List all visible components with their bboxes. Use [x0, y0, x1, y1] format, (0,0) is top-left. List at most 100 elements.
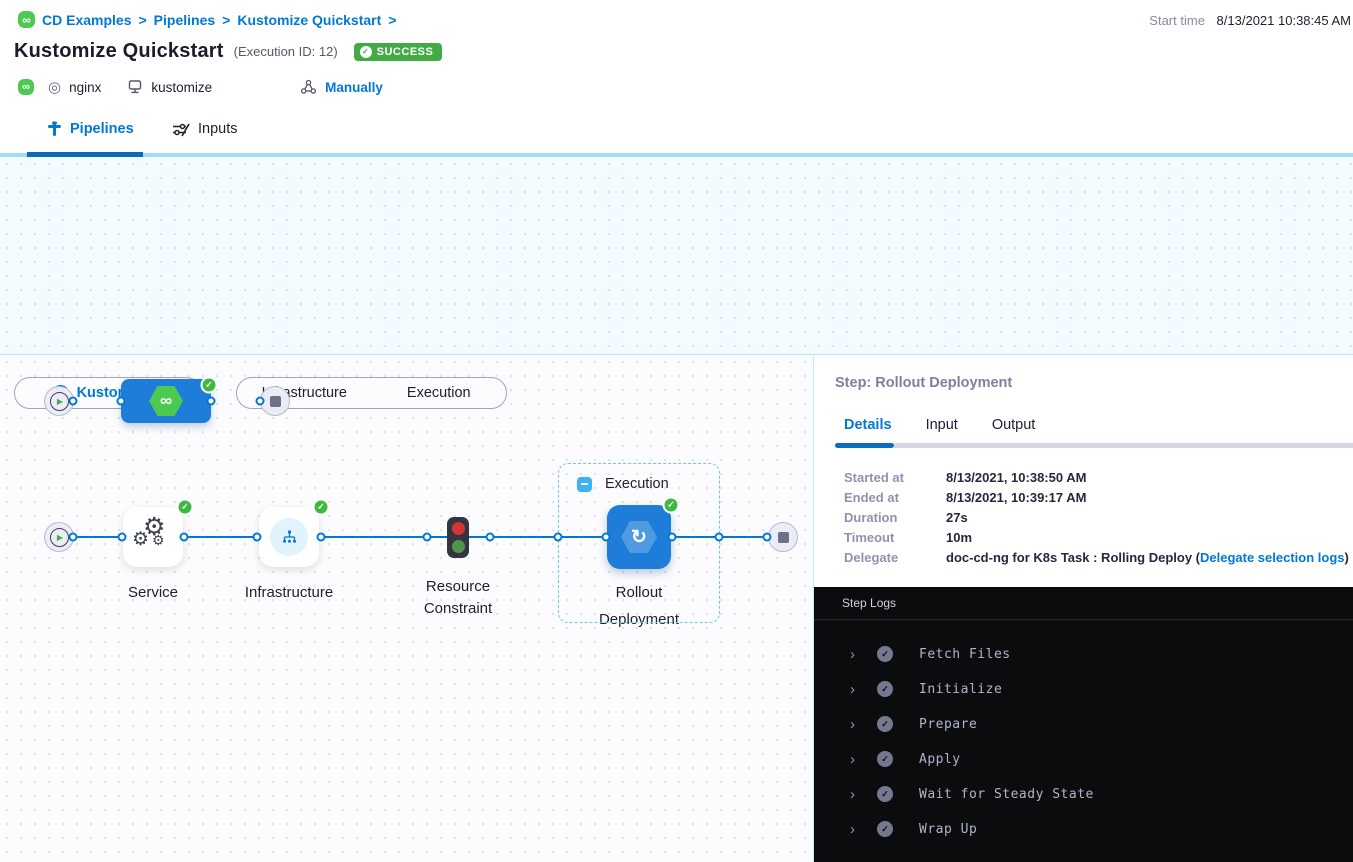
step-node-rollout-deployment[interactable]	[607, 505, 671, 569]
tab-indicator-bar	[814, 443, 1353, 448]
connector-port	[179, 532, 189, 542]
execution-detail-split: Kustomize Infrastructure Execution	[0, 355, 1353, 862]
log-section-wait-for-steady-state[interactable]: Wait for Steady State	[814, 784, 1353, 804]
tab-track	[894, 443, 1353, 448]
detail-value: 27s	[946, 509, 968, 525]
breadcrumb-pipelines[interactable]: Pipelines	[153, 11, 216, 28]
traffic-red-light	[451, 522, 465, 535]
log-section-list: Fetch Files Initialize Prepare Apply	[814, 620, 1353, 839]
breadcrumb-separator: >	[388, 11, 397, 28]
expand-chevron-icon[interactable]	[850, 646, 864, 663]
resource-constraint-label-1[interactable]: Resource	[425, 578, 491, 595]
expand-chevron-icon[interactable]	[850, 716, 864, 733]
log-success-icon	[877, 681, 893, 697]
execution-id: (Execution ID: 12)	[233, 44, 338, 59]
connector-port	[667, 532, 677, 542]
step-detail-panel: Step: Rollout Deployment Details Input O…	[813, 355, 1353, 862]
expand-chevron-icon[interactable]	[850, 786, 864, 803]
breadcrumb-cd-examples[interactable]: CD Examples	[42, 11, 132, 28]
detail-label: Duration	[844, 509, 898, 525]
step-logs-header: Step Logs	[814, 587, 1353, 620]
expand-chevron-icon[interactable]	[850, 681, 864, 698]
rollout-success-badge	[662, 496, 680, 514]
tab-details[interactable]: Details	[844, 417, 892, 433]
status-text: SUCCESS	[376, 45, 434, 58]
toggle-execution[interactable]: Execution	[406, 385, 471, 401]
cd-logo-icon	[18, 11, 35, 28]
delegate-value-suffix: )	[1344, 549, 1349, 565]
log-section-label: Wait for Steady State	[919, 786, 1094, 802]
detail-value: 10m	[946, 529, 973, 545]
log-success-icon	[877, 821, 893, 837]
stop-icon	[777, 531, 789, 543]
log-section-label: Wrap Up	[919, 821, 978, 837]
service-success-badge	[176, 498, 194, 516]
service-name[interactable]: nginx	[69, 79, 102, 95]
environment-name[interactable]: kustomize	[151, 79, 213, 95]
breadcrumb-kustomize-quickstart[interactable]: Kustomize Quickstart	[237, 11, 382, 28]
log-success-icon	[877, 716, 893, 732]
delegate-selection-logs-link[interactable]: Delegate selection logs	[1200, 549, 1345, 565]
start-time-label: Start time	[1149, 13, 1205, 28]
step-logs-panel: Step Logs Fetch Files Initialize Prepare	[814, 587, 1353, 862]
pipeline-end-node[interactable]	[260, 386, 290, 416]
detail-row-timeout: Timeout 10m	[844, 527, 972, 547]
trigger-icon	[301, 79, 317, 94]
infrastructure-icon	[270, 518, 308, 556]
collapse-group-icon[interactable]	[577, 476, 592, 492]
cd-module-icon	[18, 79, 34, 95]
stage-node-kustomize[interactable]	[121, 379, 211, 423]
log-section-fetch-files[interactable]: Fetch Files	[814, 644, 1353, 664]
environment-icon	[129, 80, 142, 94]
play-icon	[57, 397, 63, 406]
stage-success-badge	[200, 376, 218, 394]
connector-port	[601, 532, 611, 542]
rollout-label-2[interactable]: Deployment	[598, 611, 680, 628]
trigger-type-link[interactable]: Manually	[325, 79, 383, 95]
log-section-prepare[interactable]: Prepare	[814, 714, 1353, 734]
connector-port	[762, 532, 772, 542]
stage-graph-canvas[interactable]: Kustomize	[0, 157, 1353, 453]
detail-label: Timeout	[844, 529, 895, 545]
log-section-apply[interactable]: Apply	[814, 749, 1353, 769]
step-logs-title: Step Logs	[842, 596, 897, 610]
infrastructure-label[interactable]: Infrastructure	[244, 584, 334, 601]
cd-stage-icon	[149, 386, 183, 416]
tab-input[interactable]: Input	[925, 417, 958, 433]
log-section-wrap-up[interactable]: Wrap Up	[814, 819, 1353, 839]
service-label[interactable]: Service	[127, 584, 179, 601]
breadcrumb-separator: >	[222, 11, 231, 28]
view-tabbar: Pipelines Inputs	[0, 112, 1353, 157]
step-node-infrastructure[interactable]	[259, 507, 319, 567]
tab-pipelines-label: Pipelines	[70, 121, 134, 137]
step-node-resource-constraint[interactable]	[447, 517, 469, 558]
pipeline-start-node[interactable]	[44, 386, 74, 416]
step-node-service[interactable]	[123, 507, 183, 567]
tab-pipelines[interactable]: Pipelines	[47, 121, 134, 137]
detail-row-ended-at: Ended at 8/13/2021, 10:39:17 AM	[844, 487, 1086, 507]
resource-constraint-label-2[interactable]: Constraint	[423, 600, 493, 617]
rollout-label-1[interactable]: Rollout	[615, 584, 663, 601]
inputs-icon	[173, 123, 190, 136]
connector-port	[68, 532, 78, 542]
step-graph-canvas[interactable]: Kustomize Infrastructure Execution	[0, 355, 813, 862]
expand-chevron-icon[interactable]	[850, 751, 864, 768]
connector-port	[255, 396, 265, 406]
breadcrumb-separator: >	[138, 11, 147, 28]
infrastructure-success-badge	[312, 498, 330, 516]
status-badge: SUCCESS	[353, 42, 443, 61]
connector-port	[68, 396, 78, 406]
page-header: CD Examples > Pipelines > Kustomize Quic…	[0, 0, 1353, 112]
delegate-value: doc-cd-ng for K8s Task : Rolling Deploy …	[946, 549, 1200, 565]
log-section-initialize[interactable]: Initialize	[814, 679, 1353, 699]
connector-port	[714, 532, 724, 542]
expand-chevron-icon[interactable]	[850, 821, 864, 838]
log-section-label: Prepare	[919, 716, 978, 732]
tab-output[interactable]: Output	[991, 417, 1036, 433]
tab-inputs[interactable]: Inputs	[172, 121, 238, 137]
rollout-refresh-icon	[621, 521, 657, 553]
connector-port	[117, 532, 127, 542]
step-end-node[interactable]	[768, 522, 798, 552]
meta-tags-row: nginx kustomize Manually	[18, 78, 383, 96]
traffic-green-light	[451, 540, 465, 553]
